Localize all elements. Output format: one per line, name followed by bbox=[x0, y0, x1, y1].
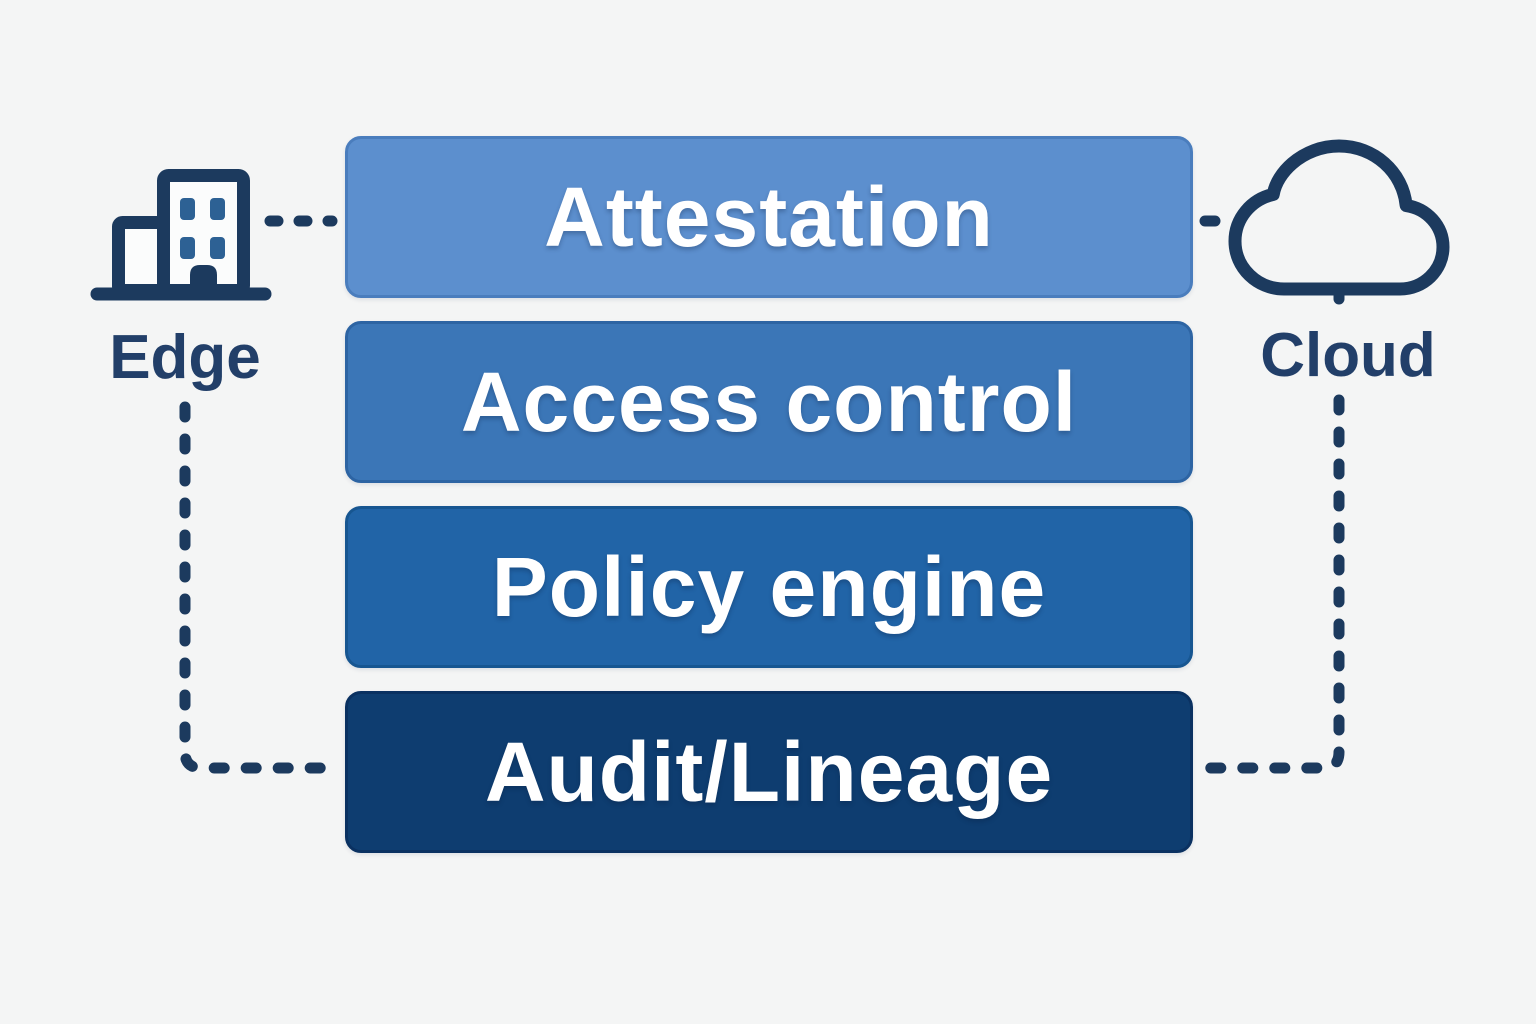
layer-attestation-label: Attestation bbox=[544, 169, 994, 264]
cloud-to-audit-dash bbox=[1194, 394, 1345, 774]
layer-policy-engine: Policy engine bbox=[345, 506, 1193, 668]
building-icon bbox=[90, 169, 272, 301]
layer-policy-engine-label: Policy engine bbox=[491, 539, 1047, 634]
cloud-label: Cloud bbox=[1260, 321, 1436, 390]
layer-access-control-label: Access control bbox=[460, 354, 1078, 449]
layer-access-control: Access control bbox=[345, 321, 1193, 483]
cloud-icon bbox=[1228, 139, 1450, 296]
edge-label: Edge bbox=[109, 323, 261, 392]
layer-audit-lineage: Audit/Lineage bbox=[345, 691, 1193, 853]
layer-audit-lineage-label: Audit/Lineage bbox=[484, 724, 1054, 819]
layer-attestation: Attestation bbox=[345, 136, 1193, 298]
edge-to-audit-dash bbox=[179, 401, 340, 774]
